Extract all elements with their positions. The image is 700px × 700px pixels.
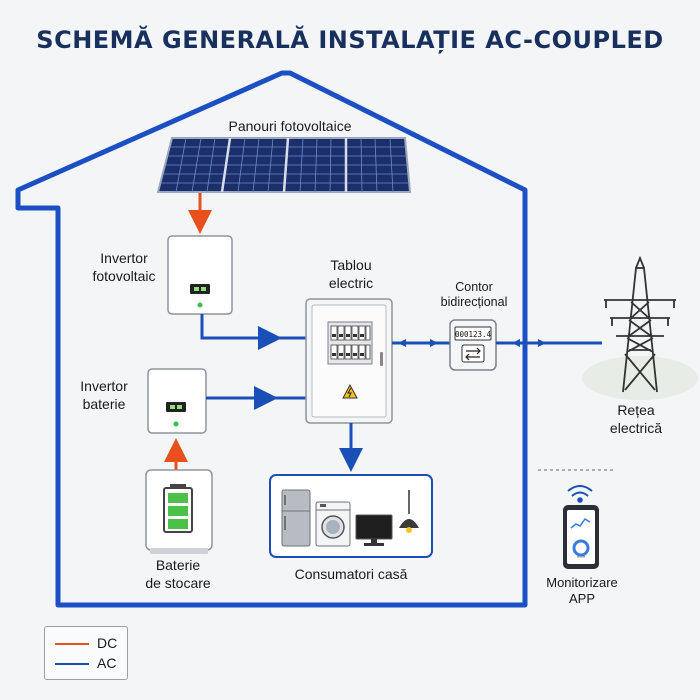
pv-inverter-label-2: fotovoltaic [92,268,155,284]
panel-board-label-2: electric [329,275,373,291]
pv-inverter-label-1: Invertor [100,250,148,266]
grid-label-2: electrică [610,420,662,436]
pv-inverter [167,235,233,315]
grid-label-1: Rețea [617,402,655,418]
panels-label: Panouri fotovoltaice [229,118,352,134]
battery-inverter-label-1: Invertor [80,378,128,394]
battery-inverter [147,368,207,434]
legend-dc-swatch [55,643,89,645]
consumers-label: Consumatori casă [295,566,408,582]
monitoring-app [563,485,599,569]
legend-ac-label: AC [97,655,117,671]
legend-dc-label: DC [97,635,118,651]
legend: DC AC [44,626,128,680]
electrical-panel-board [305,298,393,424]
meter-label-1: Contor [455,280,493,294]
battery-label-2: de stocare [145,575,211,591]
ac-line-pvinverter-board [200,314,282,350]
tv-icon [355,514,393,546]
lamp-icon [399,490,419,533]
battery-label-1: Baterie [156,557,201,573]
battery [145,469,213,554]
app-label-2: APP [569,591,595,606]
solar-panels [156,137,412,193]
bidirectional-meter: 000123.4 [449,319,497,371]
battery-inverter-label-2: baterie [83,396,126,412]
diagram-title: SCHEMĂ GENERALĂ INSTALAȚIE AC-COUPLED [36,26,664,54]
legend-ac-swatch [55,663,89,665]
meter-display: 000123.4 [455,330,492,339]
grid-pylon [582,255,698,400]
meter-label-2: bidirecțional [441,295,508,309]
wifi-icon [567,485,593,503]
washing-machine-icon [315,501,351,547]
panel-board-label-1: Tablou [330,257,371,273]
fridge-icon [281,489,311,547]
house-outline [15,70,528,608]
app-label-1: Monitorizare [546,575,618,590]
